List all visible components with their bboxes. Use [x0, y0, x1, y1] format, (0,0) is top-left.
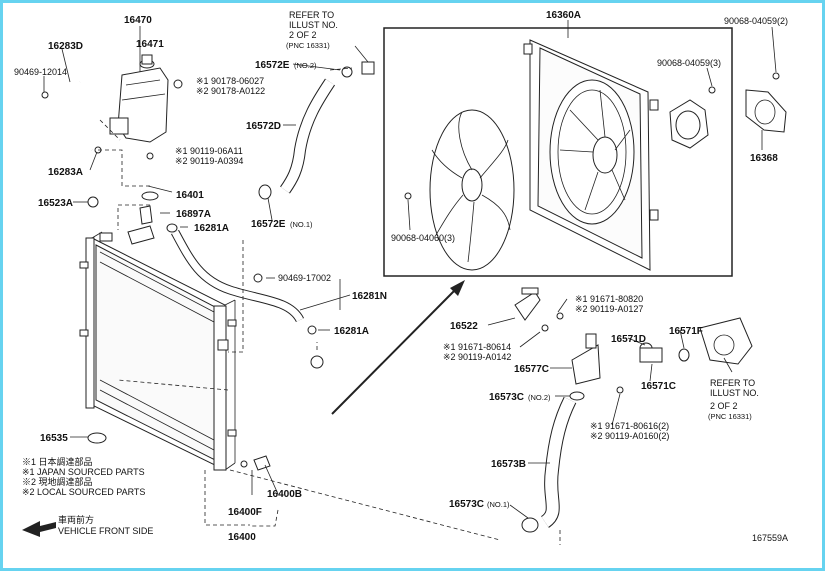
label-bolt-1: ※1 90119-06A11 [175, 146, 243, 156]
label-90469-17002: 90469-17002 [278, 273, 331, 283]
label-16281a-bot: 16281A [334, 326, 369, 337]
refer1-line2: ILLUST NO. [289, 20, 338, 30]
label-16281n: 16281N [352, 291, 387, 302]
refer1-line3: 2 OF 2 [289, 30, 317, 40]
label-16571f: 16571F [669, 326, 703, 337]
label-16400f: 16400F [228, 507, 262, 518]
fan-motor [669, 86, 716, 149]
label-16400b: 16400B [267, 489, 302, 500]
fan-shroud [523, 39, 659, 271]
label-16573c-no2-suffix: (NO.2) [528, 393, 551, 402]
legend-line-2: ※1 JAPAN SOURCED PARTS [22, 467, 145, 477]
label-16522: 16522 [450, 321, 478, 332]
label-90119-a0160: ※2 90119-A0160(2) [590, 431, 669, 441]
refer1-line4: (PNC 16331) [286, 41, 330, 50]
label-bolt-2: ※2 90119-A0394 [175, 156, 243, 166]
label-16572e-no1-suffix: (NO.1) [290, 220, 313, 229]
legend-line-1: ※1 日本調達部品 [22, 456, 93, 467]
reservoir-tank [109, 54, 169, 143]
label-16281a-top: 16281A [194, 223, 229, 234]
front-label-jp: 車両前方 [58, 514, 94, 525]
label-16368: 16368 [750, 153, 778, 164]
label-16577c: 16577C [514, 364, 549, 375]
label-90068-04059-2: 90068-04059(2) [724, 16, 788, 26]
label-16572e-no2-suffix: (NO.2) [294, 61, 317, 70]
label-16470: 16470 [124, 15, 152, 26]
label-16523a: 16523A [38, 198, 73, 209]
figure-code: 167559A [752, 533, 788, 543]
label-16572e-no1: 16572E [251, 219, 286, 230]
label-16571c: 16571C [641, 381, 676, 392]
label-90469-12014: 90469-12014 [14, 67, 67, 77]
fan-blade [429, 109, 515, 271]
refer2-line1: REFER TO [710, 378, 755, 388]
label-cap-2: ※2 90178-A0122 [196, 86, 265, 96]
radiator [79, 231, 237, 471]
refer2-line3: 2 OF 2 [710, 401, 738, 411]
label-90068-04059-3: 90068-04059(3) [657, 58, 721, 68]
refer2-line2: ILLUST NO. [710, 388, 759, 398]
front-label-en: VEHICLE FRONT SIDE [58, 526, 153, 536]
label-91671-80614: ※1 91671-80614 [443, 342, 511, 352]
refer2-line4: (PNC 16331) [708, 412, 752, 421]
label-16535: 16535 [40, 433, 68, 444]
label-16401: 16401 [176, 190, 204, 201]
label-91671-80616: ※1 91671-80616(2) [590, 421, 669, 431]
label-cap-1: ※1 90178-06027 [196, 76, 264, 86]
label-91671-80820: ※1 91671-80820 [575, 294, 643, 304]
label-16571d: 16571D [611, 334, 646, 345]
water-outlet-parts [514, 287, 753, 401]
legend-line-4: ※2 LOCAL SOURCED PARTS [22, 487, 145, 497]
label-16360a: 16360A [546, 10, 581, 21]
label-90119-a0127: ※2 90119-A0127 [575, 304, 643, 314]
legend-line-3: ※2 現地調達部品 [22, 476, 93, 487]
label-16471: 16471 [136, 39, 164, 50]
label-16573c-no2: 16573C [489, 392, 524, 403]
label-16283d: 16283D [48, 41, 83, 52]
label-16573c-no1-suffix: (NO.1) [487, 500, 510, 509]
label-90119-a0142: ※2 90119-A0142 [443, 352, 511, 362]
label-16573c-no1: 16573C [449, 499, 484, 510]
front-arrow-icon [22, 521, 56, 537]
label-16573b: 16573B [491, 459, 526, 470]
refer1-line1: REFER TO [289, 10, 334, 20]
label-16572e-no2: 16572E [255, 60, 290, 71]
label-90068-04060-3: 90068-04060(3) [391, 233, 455, 243]
fan-assembly-box [383, 27, 733, 277]
label-16897a: 16897A [176, 209, 211, 220]
label-16572d: 16572D [246, 121, 281, 132]
label-16283a: 16283A [48, 167, 83, 178]
label-16400: 16400 [228, 532, 256, 543]
